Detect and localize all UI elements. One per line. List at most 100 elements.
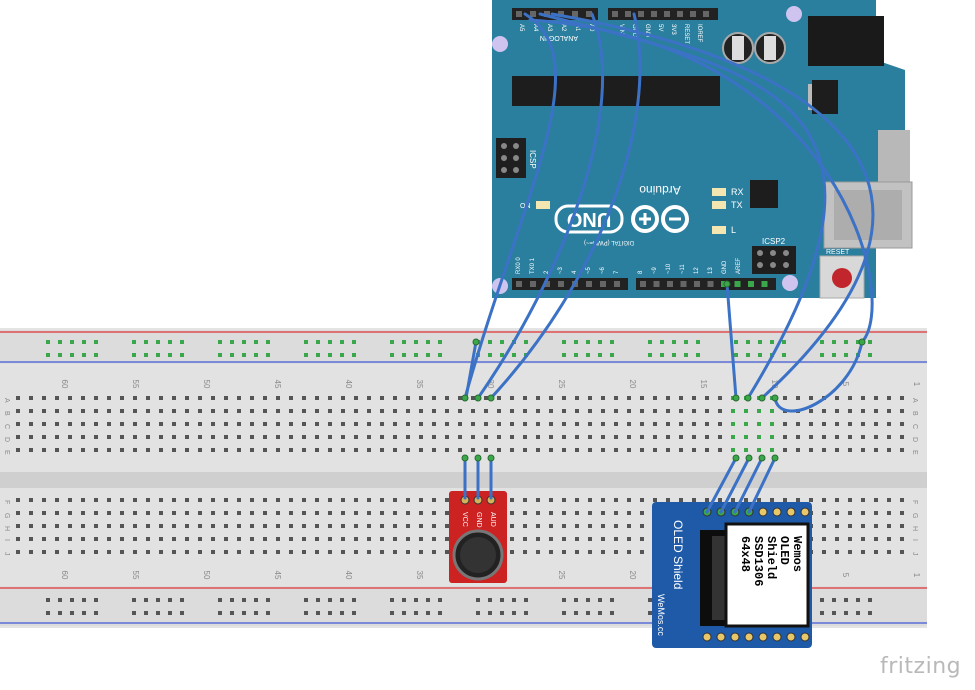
reset-label: RESET — [826, 249, 850, 256]
capacitor-band — [764, 36, 776, 60]
breadboard-hole — [419, 435, 423, 439]
breadboard-hole — [861, 511, 865, 515]
breadboard-hole — [224, 511, 228, 515]
rail-hole — [500, 611, 504, 615]
column-number: 40 — [344, 571, 353, 580]
arduino-uno: UNO Arduino ANALOG IN ICSP ON RX TX L IC… — [492, 0, 913, 299]
rail-hole — [672, 340, 676, 344]
breadboard-hole — [172, 422, 176, 426]
rail-hole — [746, 340, 750, 344]
column-number: 15 — [699, 380, 708, 389]
rail-hole — [562, 611, 566, 615]
breadboard-hole — [757, 409, 761, 413]
breadboard-hole — [354, 422, 358, 426]
wire-endpoint — [723, 280, 731, 288]
rail-hole — [70, 340, 74, 344]
breadboard-hole — [159, 524, 163, 528]
breadboard-hole — [29, 537, 33, 541]
breadboard-hole — [198, 550, 202, 554]
breadboard-hole — [302, 422, 306, 426]
breadboard-hole — [94, 435, 98, 439]
breadboard-hole — [302, 435, 306, 439]
rail-hole — [328, 598, 332, 602]
wire-rail-to-mic — [464, 340, 478, 400]
breadboard-hole — [562, 396, 566, 400]
breadboard-hole — [627, 550, 631, 554]
header-pin — [653, 281, 660, 287]
breadboard-hole — [42, 396, 46, 400]
breadboard-hole — [458, 448, 462, 452]
breadboard-hole — [588, 396, 592, 400]
breadboard-hole — [211, 550, 215, 554]
breadboard-hole — [653, 396, 657, 400]
breadboard-hole — [211, 537, 215, 541]
breadboard-hole — [146, 409, 150, 413]
breadboard-hole — [237, 537, 241, 541]
breadboard-hole — [835, 524, 839, 528]
rail-hole — [58, 611, 62, 615]
breadboard-hole — [237, 409, 241, 413]
tx-label: TX — [731, 200, 743, 210]
breadboard-hole — [406, 550, 410, 554]
header-pin — [530, 281, 536, 287]
wire-a0-to-breadboard — [476, 12, 605, 400]
rail-hole — [648, 340, 652, 344]
breadboard-hole — [367, 537, 371, 541]
breadboard-hole — [887, 537, 891, 541]
breadboard-hole — [159, 448, 163, 452]
breadboard-hole — [341, 550, 345, 554]
rail-hole — [266, 598, 270, 602]
breadboard-hole — [796, 435, 800, 439]
breadboard-hole — [341, 524, 345, 528]
arduino-pcb — [492, 0, 876, 298]
breadboard-hole — [601, 550, 605, 554]
rail-hole — [500, 598, 504, 602]
breadboard-hole — [133, 435, 137, 439]
breadboard-hole — [315, 498, 319, 502]
breadboard-hole — [42, 422, 46, 426]
icsp-pin — [501, 167, 507, 173]
wires — [463, 12, 875, 514]
row-letter: H — [911, 526, 918, 531]
breadboard-hole — [900, 511, 904, 515]
breadboard-hole — [250, 435, 254, 439]
reset-button-cap[interactable] — [832, 268, 852, 288]
breadboard-hole — [198, 422, 202, 426]
wire-oled-2 — [719, 456, 751, 514]
rail-hole — [488, 598, 492, 602]
breadboard-hole — [835, 511, 839, 515]
breadboard-hole — [601, 524, 605, 528]
oled-display — [724, 522, 810, 628]
breadboard-hole — [653, 498, 657, 502]
breadboard-hole — [796, 422, 800, 426]
rail-hole — [304, 340, 308, 344]
breadboard-hole — [601, 435, 605, 439]
breadboard-hole — [887, 396, 891, 400]
breadboard-hole — [757, 448, 761, 452]
breadboard-hole — [640, 448, 644, 452]
breadboard-hole — [718, 422, 722, 426]
oled-screen-line: SSD1306 — [751, 536, 765, 586]
breadboard-hole — [549, 409, 553, 413]
breadboard-hole — [471, 422, 475, 426]
breadboard-hole — [796, 396, 800, 400]
rail-hole — [242, 340, 246, 344]
breadboard-hole — [588, 448, 592, 452]
l-label: L — [731, 225, 736, 235]
rail-hole — [414, 598, 418, 602]
breadboard-hole — [497, 396, 501, 400]
rail-hole — [586, 598, 590, 602]
rail-hole — [156, 611, 160, 615]
breadboard-hole — [185, 511, 189, 515]
breadboard-hole — [692, 396, 696, 400]
breadboard-hole — [16, 524, 20, 528]
breadboard-hole — [16, 435, 20, 439]
column-number: 1 — [912, 382, 921, 387]
rail-hole — [254, 353, 258, 357]
breadboard-hole — [861, 537, 865, 541]
breadboard-hole — [120, 498, 124, 502]
column-number: 30 — [486, 380, 495, 389]
rail-hole — [254, 340, 258, 344]
rail-hole — [746, 353, 750, 357]
breadboard-hole — [484, 448, 488, 452]
